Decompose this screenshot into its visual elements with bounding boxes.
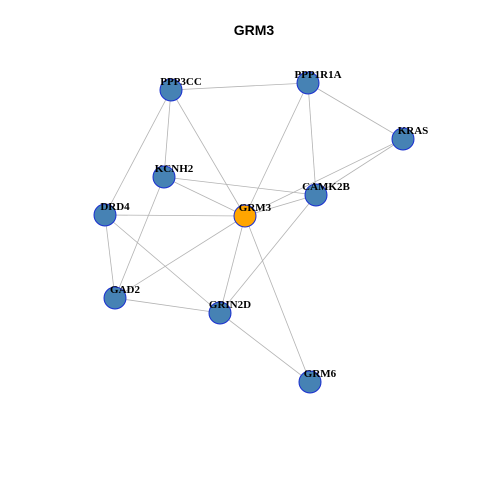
node-circle-ppp1r1a [296,71,320,95]
node-circle-kcnh2 [152,165,176,189]
edge-kras-camk2b [315,138,404,196]
edge-kcnh2-grm3 [163,176,246,217]
edge-grm3-grin2d [219,215,246,314]
edge-ppp1r1a-camk2b [307,82,317,196]
edge-ppp1r1a-kras [307,82,404,140]
node-circle-ppp3cc [159,78,183,102]
edge-drd4-grin2d [104,214,221,314]
edge-kcnh2-gad2 [114,176,165,299]
edge-grm3-grm6 [244,215,311,383]
node-circle-camk2b [304,183,328,207]
node-drd4: DRD4 [93,201,130,227]
node-grm3: GRM3 [233,202,272,228]
edge-camk2b-grin2d [219,194,317,314]
edge-kcnh2-camk2b [163,176,317,196]
node-label-gad2: GAD2 [110,284,140,296]
edge-layer [104,82,404,383]
node-label-ppp1r1a: PPP1R1A [294,69,341,81]
node-label-grin2d: GRIN2D [209,299,251,311]
edge-ppp3cc-grm3 [170,89,246,217]
edge-ppp3cc-kcnh2 [163,89,172,178]
node-label-ppp3cc: PPP3CC [160,76,202,88]
node-ppp3cc: PPP3CC [159,76,202,102]
edge-grm3-gad2 [114,215,246,299]
edge-kras-grm3 [244,138,404,217]
node-circle-kras [391,127,415,151]
edge-gad2-grin2d [114,297,221,314]
node-circle-drd4 [93,203,117,227]
edge-ppp1r1a-grm3 [244,82,309,217]
node-label-kcnh2: KCNH2 [155,163,194,175]
node-circle-grin2d [208,301,232,325]
node-gad2: GAD2 [103,284,140,310]
node-kras: KRAS [391,125,429,151]
node-label-drd4: DRD4 [100,201,130,213]
node-grm6: GRM6 [298,368,337,394]
node-label-grm6: GRM6 [304,368,337,380]
edge-camk2b-grm3 [244,194,317,217]
node-label-camk2b: CAMK2B [302,181,350,193]
node-grin2d: GRIN2D [208,299,251,325]
edge-grin2d-grm6 [219,312,311,383]
graph-title: GRM3 [234,22,275,38]
node-circle-grm6 [298,370,322,394]
node-kcnh2: KCNH2 [152,163,194,189]
edge-ppp3cc-drd4 [104,89,172,216]
edge-ppp3cc-ppp1r1a [170,82,309,91]
node-circle-grm3 [233,204,257,228]
edge-drd4-grm3 [104,214,246,217]
node-label-kras: KRAS [398,125,429,137]
node-label-grm3: GRM3 [239,202,272,214]
node-ppp1r1a: PPP1R1A [294,69,342,95]
edge-drd4-gad2 [104,214,116,299]
node-camk2b: CAMK2B [302,181,350,207]
node-circle-gad2 [103,286,127,310]
